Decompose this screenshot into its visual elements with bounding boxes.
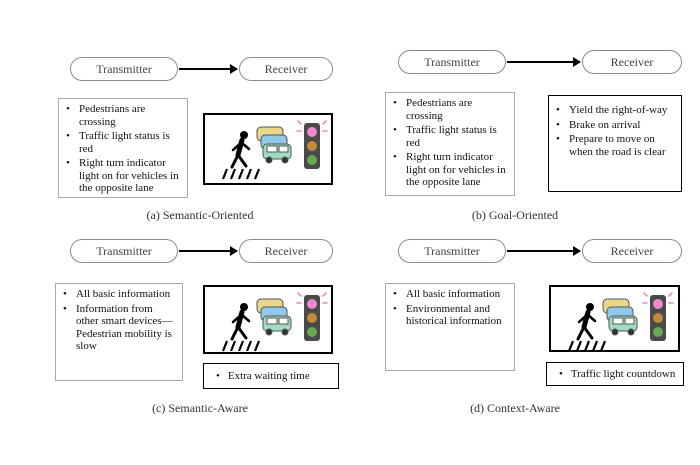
- receiver-label: Receiver: [264, 61, 308, 76]
- goal-box: Yield the right-of-way Brake on arrival …: [548, 95, 682, 192]
- pedestrian-icon: [230, 131, 251, 169]
- crosswalk-stripes: [221, 168, 261, 180]
- receiver-label: Receiver: [264, 243, 308, 258]
- caption: (c) Semantic-Aware: [152, 401, 248, 415]
- info-item: Right turn indicator light on for vehicl…: [66, 157, 181, 195]
- cars-icon: [602, 298, 638, 336]
- link-arrow: [507, 246, 581, 256]
- cars-icon: [256, 298, 292, 336]
- bullet: •: [216, 370, 220, 382]
- receiver-label: Receiver: [610, 243, 654, 258]
- info-item: All basic information: [393, 288, 508, 301]
- info-item: Traffic light status is red: [393, 124, 508, 149]
- traffic-scene-illustration: [549, 285, 680, 352]
- caption: (d) Context-Aware: [470, 401, 560, 415]
- receiver-node: Receiver: [582, 50, 682, 74]
- caption: (b) Goal-Oriented: [471, 208, 559, 222]
- link-arrow: [507, 57, 581, 67]
- transmitter-node: Transmitter: [398, 239, 506, 263]
- traffic-light-icon: [296, 120, 328, 169]
- link-arrow: [179, 64, 238, 74]
- bullet: •: [559, 368, 563, 380]
- crosswalk-stripes: [221, 340, 261, 352]
- info-item: Information from other smart devices—Ped…: [63, 303, 176, 353]
- transmitter-label: Transmitter: [424, 54, 480, 69]
- pedestrian-icon: [576, 303, 597, 341]
- info-item: Pedestrians are crossing: [393, 97, 508, 122]
- output-label: Extra waiting time: [227, 370, 310, 382]
- transmitter-label: Transmitter: [424, 243, 480, 258]
- info-item: All basic information: [63, 288, 176, 301]
- receiver-node: Receiver: [582, 239, 682, 263]
- output-label: Traffic light countdown: [570, 368, 676, 380]
- crosswalk-stripes: [567, 340, 607, 352]
- info-item: Environmental and historical information: [393, 303, 508, 328]
- transmitter-node: Transmitter: [70, 57, 178, 81]
- receiver-node: Receiver: [239, 57, 333, 81]
- traffic-light-icon: [296, 292, 328, 341]
- semantic-info-box: Pedestrians are crossing Traffic light s…: [58, 98, 188, 198]
- link-arrow: [179, 246, 238, 256]
- output-box: • Extra waiting time: [203, 363, 339, 389]
- semantic-info-box: All basic information Environmental and …: [385, 283, 515, 371]
- semantic-info-box: Pedestrians are crossing Traffic light s…: [385, 92, 515, 196]
- info-item: Traffic light status is red: [66, 130, 181, 155]
- pedestrian-icon: [230, 303, 251, 341]
- transmitter-label: Transmitter: [96, 243, 152, 258]
- traffic-light-icon: [642, 292, 674, 341]
- goal-item: Yield the right-of-way: [556, 104, 675, 117]
- goal-item: Prepare to move on when the road is clea…: [556, 133, 675, 158]
- receiver-node: Receiver: [239, 239, 333, 263]
- traffic-scene-illustration: [203, 113, 333, 185]
- info-item: Pedestrians are crossing: [66, 103, 181, 128]
- transmitter-node: Transmitter: [398, 50, 506, 74]
- cars-icon: [256, 126, 292, 164]
- caption: (a) Semantic-Oriented: [146, 208, 254, 222]
- goal-item: Brake on arrival: [556, 119, 675, 132]
- transmitter-label: Transmitter: [96, 61, 152, 76]
- info-item: Right turn indicator light on for vehicl…: [393, 151, 508, 189]
- receiver-label: Receiver: [610, 54, 654, 69]
- traffic-scene-illustration: [203, 285, 333, 354]
- semantic-info-box: All basic information Information from o…: [55, 283, 183, 381]
- output-box: • Traffic light countdown: [546, 362, 684, 386]
- transmitter-node: Transmitter: [70, 239, 178, 263]
